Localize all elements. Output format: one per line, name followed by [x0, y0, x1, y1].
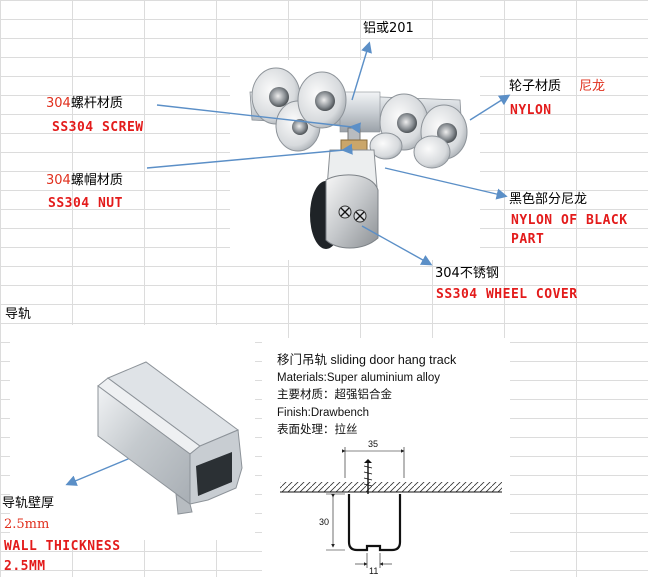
spec-materials: Materials:Super aluminium alloy	[277, 372, 440, 384]
screw-num: 304	[46, 96, 71, 111]
dim-height: 30	[319, 517, 330, 527]
wheel-cover-label: 304不锈钢	[435, 266, 499, 281]
nut-label: 304螺帽材质	[46, 174, 123, 187]
dim-gap: 11	[369, 566, 379, 576]
spec-title: 移门吊轨 sliding door hang track	[277, 353, 457, 367]
spec-materials-cn: 主要材质：超强铝合金	[277, 389, 392, 401]
screw-cn: 螺杆材质	[70, 96, 123, 111]
wall-thickness-en-2: 2.5MM	[4, 559, 46, 574]
nut-cn: 螺帽材质	[70, 173, 123, 188]
track-dimension-drawing	[280, 447, 502, 568]
wall-thickness-en-1: WALL THICKNESS	[4, 539, 121, 554]
black-part-en-2: PART	[511, 232, 545, 247]
track-section-title: 导轨	[5, 307, 32, 322]
wheel-cover-en: SS304 WHEEL COVER	[436, 287, 578, 302]
wheel-6	[369, 132, 451, 169]
nut-en: SS304 NUT	[48, 196, 123, 211]
spec-finish: Finish:Drawbench	[277, 407, 370, 419]
top-material-label: 铝或201	[363, 21, 414, 36]
wall-thickness-cn: 导轨壁厚	[2, 496, 55, 511]
spec-panel	[262, 338, 510, 577]
aluminium-track	[97, 361, 243, 515]
black-part-label: 黑色部分尼龙	[509, 192, 588, 207]
roller-assembly	[249, 67, 468, 249]
wheel-material-cn: 轮子材质	[509, 79, 562, 94]
screw-en: SS304 SCREW	[52, 120, 144, 135]
screw-label: 304螺杆材质	[46, 97, 123, 110]
wall-thickness-mm: 2.5mm	[4, 517, 50, 532]
wheel-material-en: NYLON	[510, 103, 552, 118]
spec-finish-cn: 表面处理：拉丝	[277, 424, 358, 436]
black-part-en-1: NYLON OF BLACK	[511, 213, 628, 228]
dim-width: 35	[368, 439, 379, 449]
wheel-material-label: 轮子材质 尼龙	[509, 80, 605, 93]
wheel-3	[297, 71, 347, 129]
nut-num: 304	[46, 173, 71, 188]
wheel-material-cn-red: 尼龙	[579, 79, 606, 94]
